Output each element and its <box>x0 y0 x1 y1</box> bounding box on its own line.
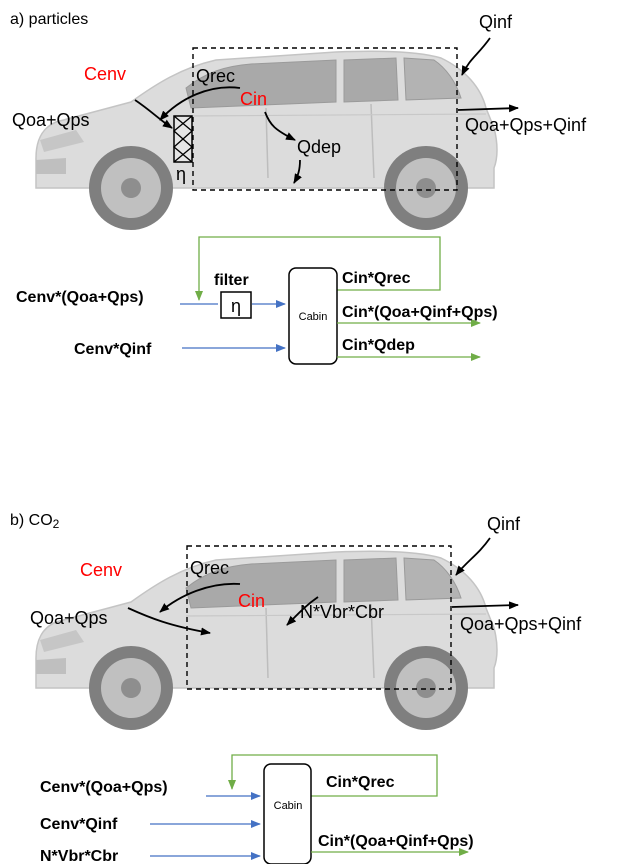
cabin-box-b <box>263 763 312 864</box>
cabin-box-a <box>288 267 338 365</box>
cenv-label-b: Cenv <box>80 560 122 580</box>
filter-label-a: filter <box>214 272 249 289</box>
outflow-arrow-a <box>457 104 519 113</box>
out-rec-label-a: Cin*Qrec <box>342 270 411 287</box>
filter-symbol-a <box>173 115 193 163</box>
qrec-label-b: Qrec <box>190 558 229 578</box>
inflow-arrow-a <box>134 99 173 129</box>
qinf-label-a: Qinf <box>479 12 513 32</box>
source-label-b: N*Vbr*Cbr <box>300 602 384 622</box>
out-main-label-a: Cin*(Qoa+Qinf+Qps) <box>342 304 498 321</box>
recirculation-arrow-b <box>228 754 438 797</box>
qrec-arrow-a <box>159 86 241 121</box>
outflow-arrow-b <box>451 601 519 610</box>
cabin-boundary-a <box>192 47 458 191</box>
eta-label-a: η <box>176 164 186 184</box>
input2-label-a: Cenv*Qinf <box>74 341 152 358</box>
cabin-label-a: Cabin <box>299 311 328 323</box>
panel-a-title: a) particles <box>10 11 88 28</box>
cabin-boundary-b <box>186 545 452 690</box>
qinf-arrow-a <box>461 37 491 76</box>
out-dep-label-a: Cin*Qdep <box>342 337 415 354</box>
qrec-arrow-b <box>159 582 241 613</box>
qdep-label-a: Qdep <box>297 137 341 157</box>
qinf-label-b: Qinf <box>487 514 521 534</box>
panel-a: a) particles Qinf Cenv Qrec Cin Qoa+Qps … <box>10 11 587 365</box>
qoa-qps-qinf-label-a: Qoa+Qps+Qinf <box>465 115 587 135</box>
cin-label-b: Cin <box>238 591 265 611</box>
qinf-arrow-b <box>455 537 491 576</box>
input2-label-b: Cenv*Qinf <box>40 816 118 833</box>
cenv-label-a: Cenv <box>84 64 126 84</box>
panel-b-title: b) CO2 <box>10 512 60 531</box>
filter-box-a <box>220 291 252 319</box>
input1-label-a: Cenv*(Qoa+Qps) <box>16 289 144 306</box>
cin-label-a: Cin <box>240 89 267 109</box>
panel-b: b) CO2 Qinf Cenv Qrec Cin Qoa+Qps N*Vbr*… <box>10 512 582 864</box>
input3-label-b: N*Vbr*Cbr <box>40 848 118 864</box>
source-arrow-b <box>286 596 319 626</box>
qoa-qps-label-b: Qoa+Qps <box>30 608 108 628</box>
qoa-qps-qinf-label-b: Qoa+Qps+Qinf <box>460 614 582 634</box>
filter-eta-a: η <box>231 296 241 316</box>
qoa-qps-label-a: Qoa+Qps <box>12 110 90 130</box>
out-main-label-b: Cin*(Qoa+Qinf+Qps) <box>318 833 474 850</box>
qrec-label-a: Qrec <box>196 66 235 86</box>
cabin-label-b: Cabin <box>274 800 303 812</box>
flow-diagram-a: η filter Cabin Cin*Qrec Cin*(Qoa+Qinf+Qp… <box>16 236 498 365</box>
flow-diagram-b: Cabin Cin*Qrec Cin*(Qoa+Qinf+Qps) Cenv*(… <box>40 754 474 864</box>
input1-label-b: Cenv*(Qoa+Qps) <box>40 779 168 796</box>
recirculation-arrow-a <box>195 236 441 301</box>
out-rec-label-b: Cin*Qrec <box>326 774 395 791</box>
inflow-arrow-b <box>127 607 211 636</box>
qdep-arrow-a <box>293 159 302 184</box>
cin-qdep-arrow-a <box>264 111 296 141</box>
